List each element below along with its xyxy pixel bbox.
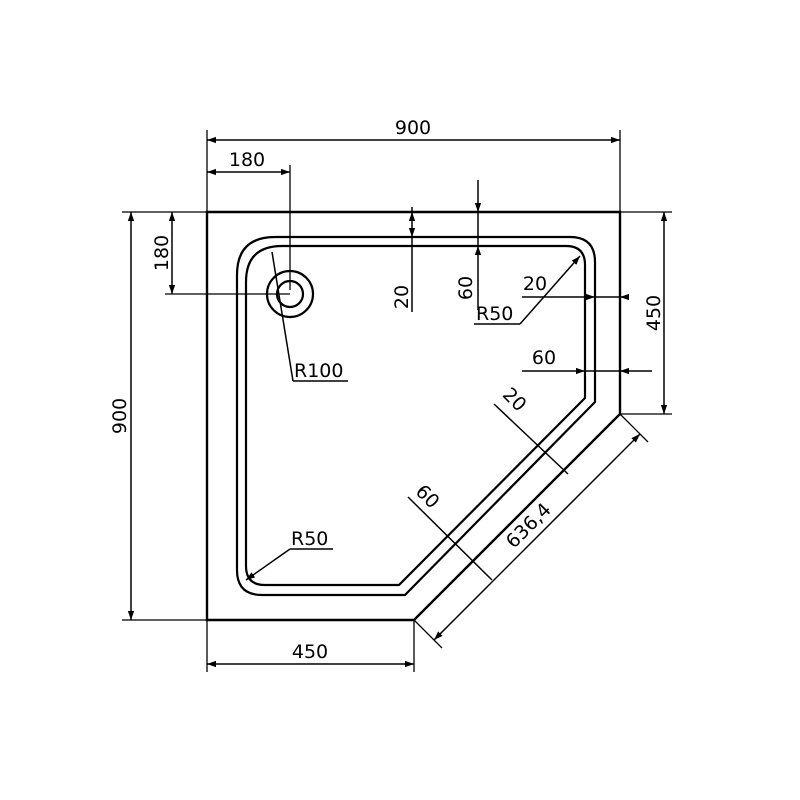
label-drain-offset-x: 180 (229, 149, 265, 171)
dimension-drain-offset-y: 180 (151, 212, 290, 295)
label-basin-top: 60 (455, 276, 477, 300)
label-side-right: 450 (643, 295, 665, 331)
label-width-bottom: 450 (292, 641, 328, 663)
dimension-diagonal-length: 636,4 (413, 413, 649, 649)
tray-outline (205, 210, 622, 622)
dimension-basin-diagonal: 60 (407, 480, 493, 581)
label-width-top: 900 (395, 117, 431, 139)
dimension-side-right: 450 (620, 211, 672, 415)
dimension-rim-diagonal: 20 (493, 383, 569, 475)
label-rim-right: 20 (523, 273, 547, 295)
leader-corner-radius-top-right: R50 (474, 255, 581, 325)
label-corner-radius-bottom-left: R50 (291, 528, 328, 550)
tray-basin-edge (244, 244, 587, 587)
dimension-rim-top: 20 (391, 207, 416, 312)
dimension-height-left: 900 (109, 211, 207, 621)
leader-corner-radius-bottom-left: R50 (245, 528, 333, 581)
label-height-left: 900 (109, 398, 131, 434)
dimension-basin-right: 60 (522, 347, 652, 375)
label-basin-diagonal: 60 (411, 480, 444, 513)
dimension-drain-offset-x: 180 (207, 149, 291, 290)
tray-rim (235, 235, 597, 597)
dimension-width-top: 900 (206, 117, 621, 212)
label-drain-offset-y: 180 (151, 235, 173, 271)
leader-drain-radius: R100 (271, 251, 348, 382)
dimension-basin-top: 60 (455, 180, 482, 310)
label-rim-diagonal: 20 (498, 383, 531, 416)
dimension-width-bottom: 450 (206, 620, 415, 672)
label-rim-top: 20 (391, 285, 413, 309)
label-corner-radius-top-right: R50 (476, 303, 513, 325)
label-basin-right: 60 (532, 347, 556, 369)
label-drain-radius: R100 (294, 360, 343, 382)
dimension-rim-right: 20 (522, 273, 629, 301)
